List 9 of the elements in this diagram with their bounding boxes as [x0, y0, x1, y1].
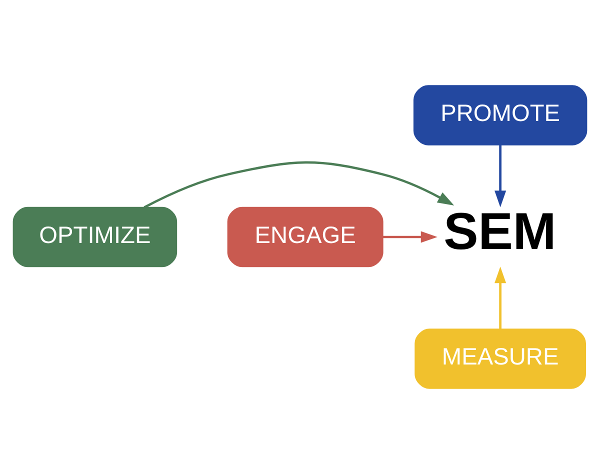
arrow	[494, 266, 506, 329]
node-box: OPTIMIZE	[12, 206, 178, 267]
arrow	[494, 144, 506, 207]
arrow	[144, 160, 454, 208]
node-box: MEASURE	[414, 328, 586, 388]
node-text: SEM	[444, 202, 556, 261]
node-box: ENGAGE	[227, 206, 384, 267]
node-box: PROMOTE	[413, 84, 588, 145]
arrow	[383, 230, 438, 242]
